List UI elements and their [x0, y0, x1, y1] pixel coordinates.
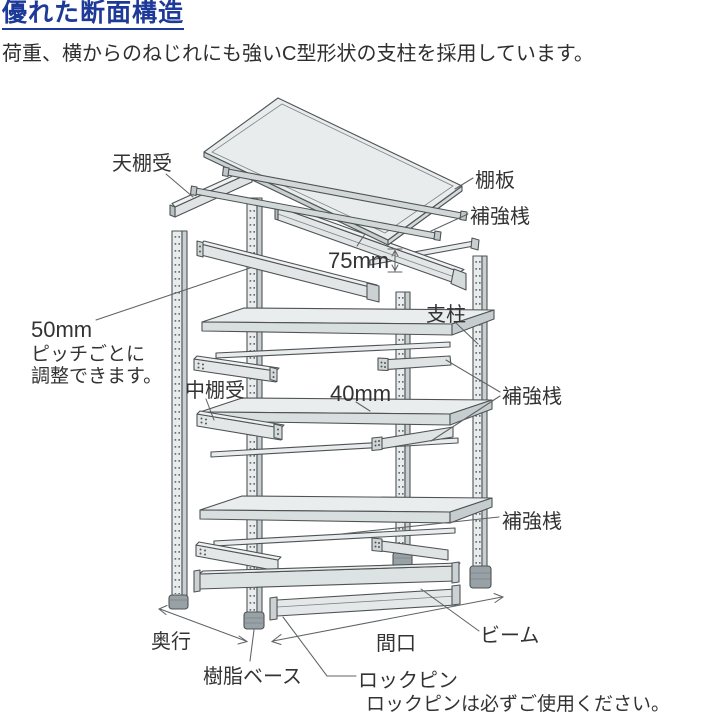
label-pitch-line2: ピッチごとに: [31, 343, 145, 365]
label-lock-pin: ロックピン: [358, 669, 458, 692]
top-shelf-panel: [189, 97, 468, 246]
depth-dimension-line: [157, 604, 249, 645]
reinforce-rail: [215, 341, 451, 359]
shelf-support-beam: [195, 541, 282, 572]
panel-underside-rail: [189, 185, 442, 242]
post-front-right: [469, 255, 492, 589]
label-shelf-board: 棚板: [475, 169, 515, 192]
label-reinforce-rail-low: 補強桟: [502, 510, 562, 533]
width-dimension-line: [270, 592, 505, 646]
label-reinforce-rail-top: 補強桟: [470, 205, 530, 228]
panel-underside-rail: [221, 166, 468, 222]
header: 優れた断面構造 荷重、横からのねじれにも強いC型形状の支柱を採用しています。: [2, 1, 711, 66]
reinforce-channel-rail: [371, 426, 454, 452]
bottom-rear-beam: [193, 561, 461, 593]
label-width: 間口: [376, 633, 416, 655]
label-lock-pin-note: ロックピンは必ずご使用ください。: [366, 693, 670, 713]
resin-base-foot: [243, 611, 265, 630]
resin-base-foot: [469, 565, 492, 589]
height-75mm-arrow: [387, 248, 403, 273]
label-post: 支柱: [426, 303, 466, 326]
label-reinforce-rail-mid: 補強桟: [502, 385, 562, 408]
label-pitch-50mm: 50mm: [31, 317, 92, 342]
reinforce-channel-rail: [377, 355, 452, 372]
page-title: 優れた断面構造: [2, 1, 185, 30]
label-beam: ビーム: [480, 624, 539, 647]
reinforce-beam-left: [196, 240, 380, 303]
label-pitch-line3: 調整できます。: [31, 365, 162, 387]
middle-shelf-support-beam: [196, 410, 285, 441]
label-dim-75mm: 75mm: [328, 248, 389, 273]
beam-75mm: [274, 203, 467, 291]
page-subtitle: 荷重、横からのねじれにも強いC型形状の支柱を採用しています。: [2, 43, 594, 65]
shelf-support-beam: [193, 355, 280, 383]
leader-lines: [95, 173, 501, 677]
shelf-level-lower: [195, 495, 493, 572]
label-mid-shelf-support: 中棚受: [185, 379, 245, 402]
reinforce-channel-rail: [371, 537, 449, 561]
label-dim-40mm: 40mm: [330, 381, 391, 406]
label-resin-base: 樹脂ベース: [203, 665, 302, 688]
shelf-level-upper: [193, 307, 495, 383]
bottom-front-beam: [269, 584, 461, 621]
shelf-level-middle: [196, 397, 493, 458]
label-depth: 奥行: [151, 630, 191, 653]
label-top-shelf-support: 天棚受: [112, 152, 172, 175]
post-rear-left: [168, 230, 189, 610]
resin-base-foot: [168, 594, 189, 610]
